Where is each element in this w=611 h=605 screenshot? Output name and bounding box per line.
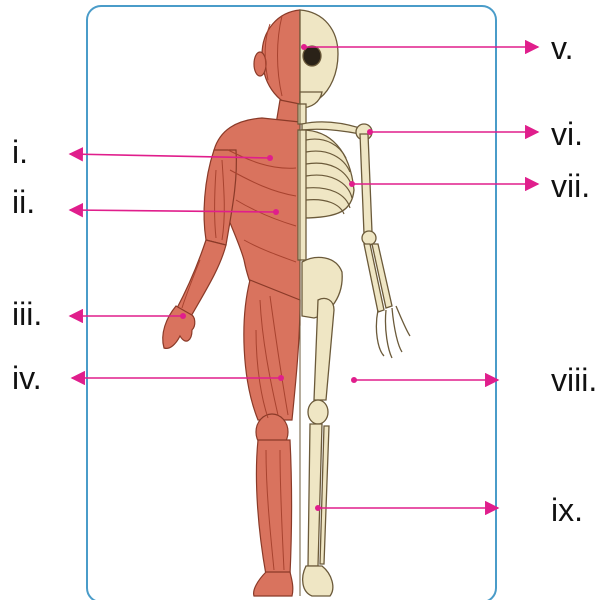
spine [298, 130, 306, 260]
kneecap [308, 400, 328, 424]
muscle-thigh [244, 280, 300, 420]
label-vii: vii. [551, 170, 590, 202]
label-iii: iii. [12, 298, 42, 330]
label-ix: ix. [551, 494, 583, 526]
muscle-ear [254, 52, 266, 76]
label-i: i. [12, 136, 28, 168]
neck-vertebrae [298, 104, 306, 124]
label-vi: vi. [551, 118, 583, 150]
label-iv: iv. [12, 362, 42, 394]
label-v: v. [551, 32, 574, 64]
label-ii: ii. [12, 186, 35, 218]
elbow-joint [362, 231, 376, 245]
label-viii: viii. [551, 364, 597, 396]
